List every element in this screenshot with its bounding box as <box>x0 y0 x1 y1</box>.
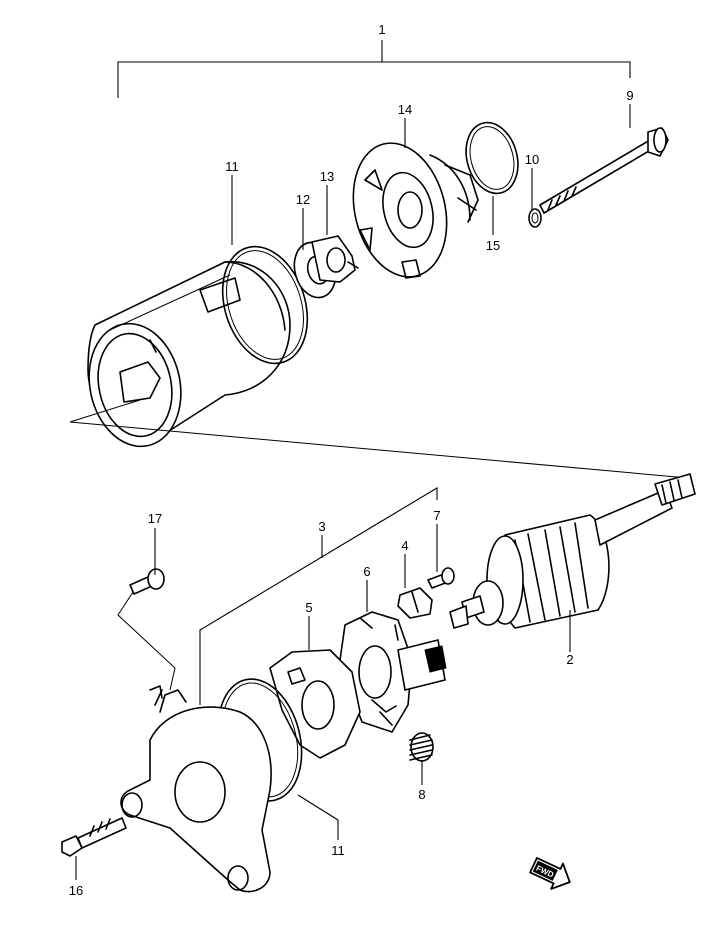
callout-6: 6 <box>363 564 370 579</box>
brush-4 <box>397 587 433 619</box>
through-bolt-9 <box>539 127 669 214</box>
fwd-direction-arrow: FWD <box>529 857 571 890</box>
screw-17-guide-line <box>117 591 176 691</box>
callout-5: 5 <box>305 600 312 615</box>
callout-14: 14 <box>398 102 412 117</box>
screw-7 <box>427 567 455 589</box>
callout-1: 1 <box>378 22 385 37</box>
callout-11-upper: 11 <box>225 159 239 174</box>
o-ring-upper <box>221 245 309 365</box>
callout-8: 8 <box>418 787 425 802</box>
leader-lines <box>75 104 631 880</box>
callout-2: 2 <box>566 652 573 667</box>
callout-3: 3 <box>318 519 325 534</box>
motor-yoke <box>87 260 291 448</box>
housing-end-cover-lower <box>120 685 272 893</box>
armature-2 <box>449 473 696 629</box>
callout-13: 13 <box>320 169 334 184</box>
washer-13 <box>311 235 359 283</box>
bolt-16 <box>61 817 127 857</box>
callout-16: 16 <box>69 883 83 898</box>
callout-10: 10 <box>525 152 539 167</box>
callout-7: 7 <box>433 508 440 523</box>
housing-end-cover-14 <box>352 142 479 279</box>
callout-11-lower: 11 <box>331 843 345 858</box>
screw-17 <box>129 568 165 595</box>
callout-labels: 1 2 3 4 5 6 7 8 9 10 11 11 12 13 14 15 1… <box>69 22 634 898</box>
callout-15: 15 <box>486 238 500 253</box>
washer-10 <box>528 208 542 228</box>
spring-8 <box>409 732 434 762</box>
o-ring-15 <box>465 121 519 195</box>
assembly-bracket-3 <box>199 487 438 705</box>
callout-4: 4 <box>401 538 408 553</box>
assembly-bracket-1 <box>117 40 631 98</box>
plate-5 <box>269 649 361 759</box>
callout-9: 9 <box>626 88 633 103</box>
callout-17: 17 <box>148 511 162 526</box>
callout-12: 12 <box>296 192 310 207</box>
